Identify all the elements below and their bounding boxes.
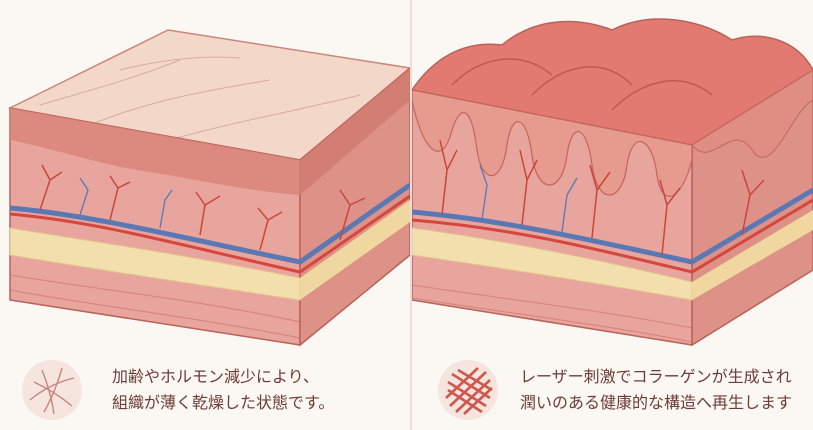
thin-tissue-illustration — [0, 0, 410, 350]
left-caption-line2: 組織が薄く乾燥した状態です。 — [112, 390, 334, 416]
left-caption: 加齢やホルモン減少により、 組織が薄く乾燥した状態です。 — [22, 358, 334, 422]
right-caption-line1: レーザー刺激でコラーゲンが生成され — [520, 364, 792, 390]
regenerated-tissue-illustration — [412, 0, 813, 350]
right-caption: レーザー刺激でコラーゲンが生成され 潤いのある健康的な構造へ再生します — [438, 358, 792, 422]
left-caption-text: 加齢やホルモン減少により、 組織が薄く乾燥した状態です。 — [112, 364, 334, 416]
right-caption-line2: 潤いのある健康的な構造へ再生します — [520, 390, 792, 416]
left-caption-line1: 加齢やホルモン減少により、 — [112, 364, 334, 390]
right-panel-regenerated-tissue: レーザー刺激でコラーゲンが生成され 潤いのある健康的な構造へ再生します — [412, 0, 813, 430]
dense-collagen-mesh-icon — [438, 360, 498, 420]
sparse-fiber-icon — [22, 360, 82, 420]
left-panel-thin-tissue: 加齢やホルモン減少により、 組織が薄く乾燥した状態です。 — [0, 0, 410, 430]
right-caption-text: レーザー刺激でコラーゲンが生成され 潤いのある健康的な構造へ再生します — [520, 364, 792, 416]
